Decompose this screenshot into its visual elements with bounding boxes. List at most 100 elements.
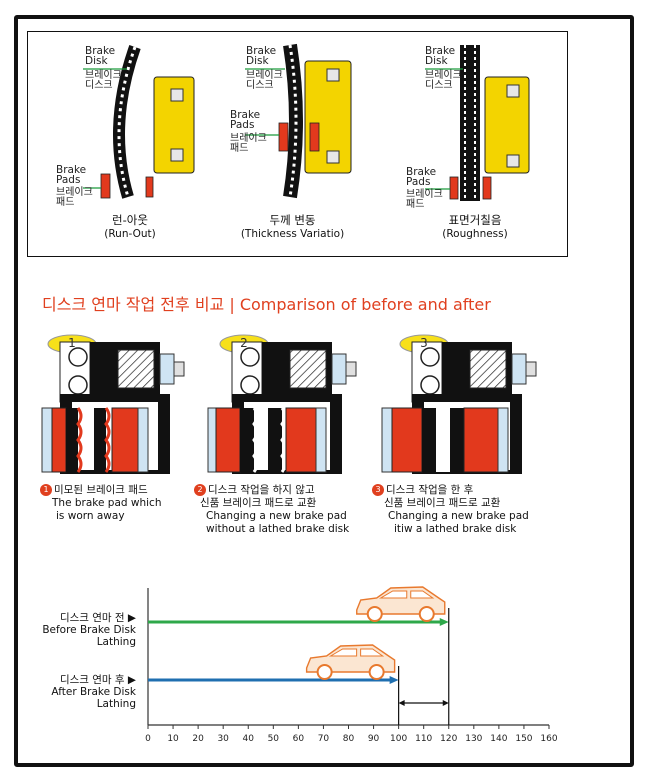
step-number-icon: 1	[40, 484, 52, 496]
caption-roughness-en: (Roughness)	[442, 228, 508, 240]
caliper-bolt-top	[506, 84, 520, 98]
backing-plate	[315, 407, 327, 473]
x-tick-label: 30	[217, 734, 229, 744]
x-tick-label: 160	[540, 734, 557, 744]
pad-right	[285, 407, 317, 473]
distance-arrowhead	[439, 618, 449, 626]
brake-pad	[145, 176, 154, 198]
x-tick-label: 130	[465, 734, 482, 744]
bleed-screw	[525, 361, 537, 377]
x-tick-label: 70	[318, 734, 330, 744]
disk-friction-face	[66, 408, 78, 472]
backing-plate	[497, 407, 509, 473]
disk-flat-face	[436, 408, 450, 472]
thickness-diagram	[245, 43, 352, 199]
pad-left	[215, 407, 241, 473]
car-icon	[356, 586, 446, 622]
backing-plate	[207, 407, 217, 473]
caliper-bolt-top	[170, 88, 184, 102]
piston-hatched	[469, 349, 507, 389]
difference-arrowhead-right	[442, 700, 449, 706]
disk-vent-pattern	[117, 46, 137, 198]
runout-diagram	[83, 44, 195, 199]
bearing	[68, 347, 88, 367]
disk-friction-face	[422, 408, 436, 472]
caption-thickness-en: (Thickness Variatio)	[240, 228, 345, 240]
pad-right	[463, 407, 499, 473]
pad-left	[51, 407, 67, 473]
x-tick-label: 100	[390, 734, 407, 744]
x-tick-label: 80	[343, 734, 355, 744]
brake-pad	[482, 176, 492, 200]
piston-hatched	[289, 349, 327, 389]
disk-vent-pattern	[288, 44, 298, 198]
x-tick-label: 0	[145, 734, 151, 744]
caliper-bolt-bottom	[170, 148, 184, 162]
pad-left	[391, 407, 423, 473]
bearing	[240, 347, 260, 367]
x-tick-label: 120	[440, 734, 457, 744]
bearing	[240, 375, 260, 395]
x-tick-label: 110	[415, 734, 432, 744]
bleed-nut	[331, 353, 347, 385]
backing-plate	[381, 407, 393, 473]
bleed-nut	[511, 353, 527, 385]
before-row-label: 디스크 연마 전 ▶ Before Brake Disk Lathing	[42, 612, 136, 648]
after-row-label: 디스크 연마 후 ▶ After Brake Disk Lathing	[51, 674, 136, 710]
disk-friction-face	[240, 408, 254, 472]
step-badge-number: 2	[240, 336, 248, 350]
distance-arrowhead	[389, 676, 399, 684]
step-badge-number: 1	[68, 336, 76, 350]
section-new-pad-no-lathe	[207, 334, 357, 474]
disk-friction-face	[268, 408, 282, 472]
section-new-pad-lathed	[381, 334, 537, 474]
step-badge-number: 3	[420, 336, 428, 350]
brake-pad	[278, 122, 289, 152]
bearing	[68, 375, 88, 395]
caption-runout-en: (Run-Out)	[104, 228, 156, 240]
car-icon	[305, 644, 396, 680]
x-tick-label: 150	[515, 734, 532, 744]
x-tick-label: 60	[293, 734, 305, 744]
wear-groove	[252, 407, 259, 473]
backing-plate	[41, 407, 53, 473]
caption-runout-ko: 런-아웃	[112, 213, 148, 227]
disk-friction-face	[94, 408, 106, 472]
bearing	[420, 375, 440, 395]
caliper-body	[484, 76, 530, 174]
x-tick-label: 40	[243, 734, 255, 744]
bleed-nut	[159, 353, 175, 385]
wear-groove	[76, 407, 83, 473]
caliper-bolt-bottom	[506, 154, 520, 168]
x-tick-label: 140	[490, 734, 507, 744]
caption-roughness-ko: 표면거칠음	[448, 213, 502, 227]
brake-pad	[100, 173, 111, 199]
pad-right	[111, 407, 139, 473]
x-tick-label: 10	[167, 734, 179, 744]
x-tick-label: 50	[268, 734, 280, 744]
piston-hatched	[117, 349, 155, 389]
bleed-screw	[345, 361, 357, 377]
wear-groove	[280, 407, 287, 473]
brake-pad	[449, 176, 459, 200]
bleed-screw	[173, 361, 185, 377]
caliper-body	[153, 76, 195, 174]
roughness-diagram	[425, 45, 530, 201]
brake-pad	[309, 122, 320, 152]
disk-friction-face	[450, 408, 464, 472]
